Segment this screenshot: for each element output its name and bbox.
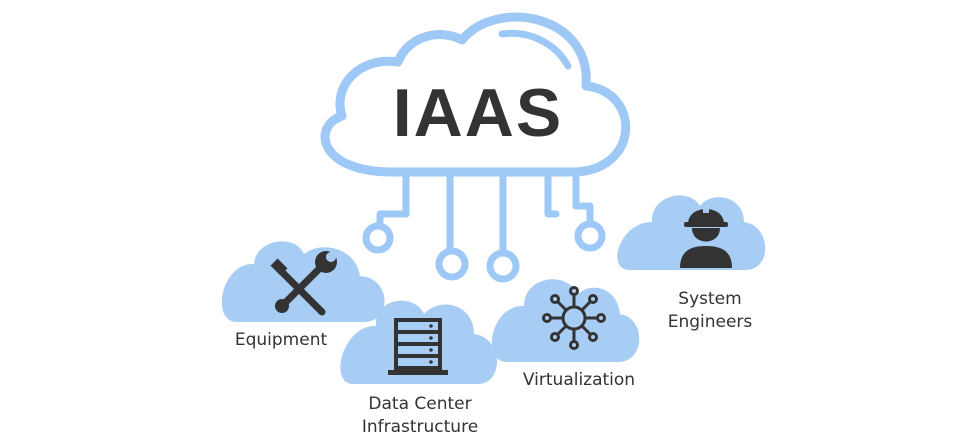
connector-right [572, 168, 594, 228]
main-title: IAAS [392, 75, 564, 151]
label-equipment: Equipment [234, 330, 328, 350]
connector-endpoints [362, 220, 606, 283]
cloud-virtualization [491, 279, 640, 362]
engineer-hardhat-icon [680, 207, 732, 268]
connector-center-right [544, 168, 560, 218]
connectors [376, 168, 594, 254]
endpoint-center [486, 249, 520, 283]
label-virtualization: Virtualization [522, 370, 636, 390]
server-rack-icon [388, 318, 448, 375]
endpoint-left [362, 222, 394, 254]
endpoint-center-left [435, 247, 469, 281]
label-datacenter-line-2: Infrastructure [361, 417, 479, 437]
label-engineers-line-1: System [678, 289, 742, 309]
main-cloud-highlight [498, 29, 572, 70]
main-cloud-outline [320, 12, 631, 177]
label-datacenter-line-1: Data Center [368, 394, 472, 414]
cloud-engineers [617, 195, 766, 270]
endpoint-right [574, 220, 606, 252]
label-engineers-line-2: Engineers [667, 312, 753, 332]
label-engineers: System Engineers [650, 288, 770, 334]
wrench-screwdriver-icon [270, 251, 337, 316]
connector-left [376, 168, 410, 230]
label-datacenter: Data Center Infrastructure [340, 393, 500, 439]
network-hub-icon [542, 286, 606, 350]
